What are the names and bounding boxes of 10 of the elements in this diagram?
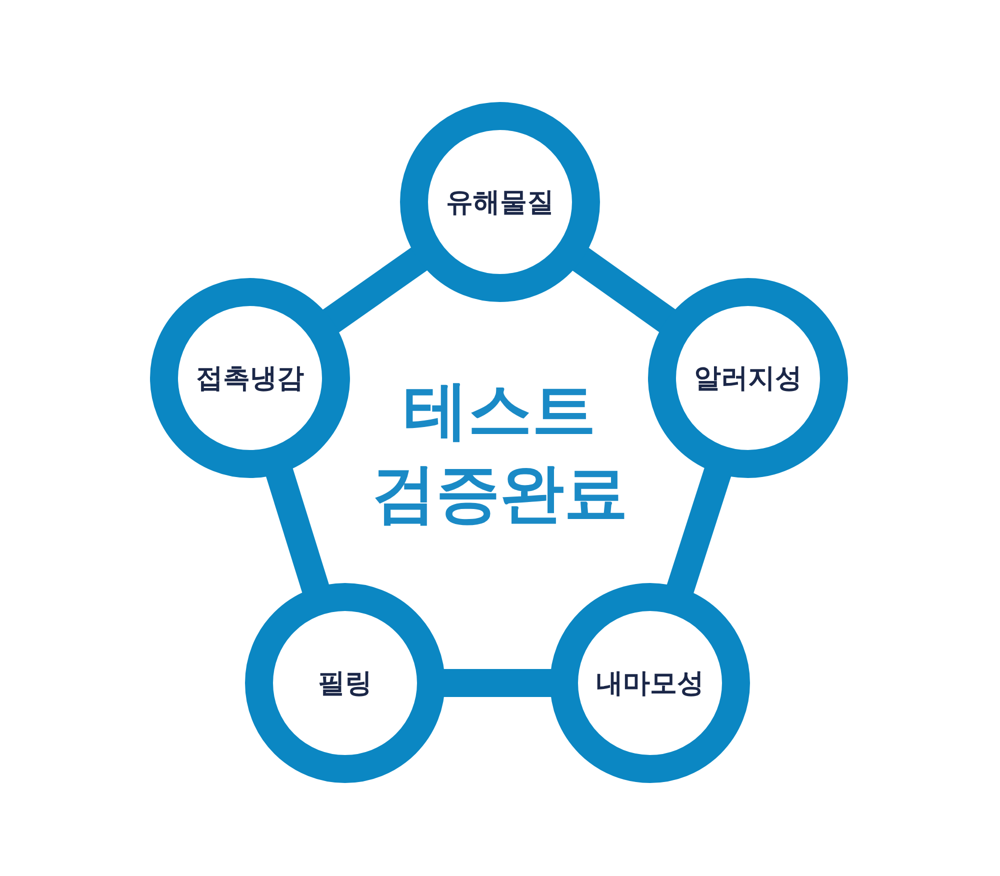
- center-heading: 테스트 검증완료: [371, 373, 629, 534]
- node-label: 필링: [318, 667, 372, 701]
- node-label: 유해물질: [446, 186, 554, 220]
- node-label: 내마모성: [596, 667, 704, 701]
- connector-line: [666, 467, 732, 594]
- node-label: 접촉냉감: [196, 362, 304, 396]
- connector-line: [572, 247, 676, 333]
- connector-line: [266, 467, 330, 594]
- node-label: 알러지성: [694, 362, 802, 396]
- connector-line: [322, 246, 428, 334]
